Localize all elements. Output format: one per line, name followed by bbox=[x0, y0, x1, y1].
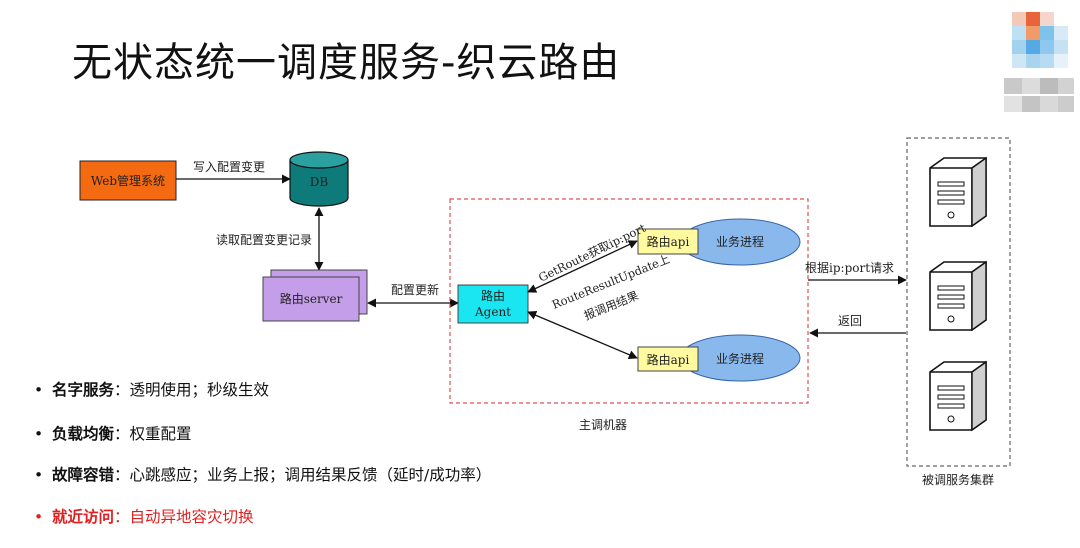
read-config-label: 读取配置变更记录 bbox=[216, 232, 312, 247]
blurred-logo bbox=[1004, 12, 1074, 112]
server-icon bbox=[929, 261, 987, 331]
write-config-label: 写入配置变更 bbox=[193, 159, 265, 174]
server-icon bbox=[929, 157, 987, 227]
return-label: 返回 bbox=[838, 314, 862, 328]
db-label: DB bbox=[310, 175, 329, 189]
business-process-label-top: 业务进程 bbox=[716, 234, 764, 249]
route-api-label-bottom: 路由api bbox=[647, 352, 690, 367]
bullet-name-service: •名字服务：透明使用；秒级生效 bbox=[34, 381, 270, 399]
route-agent-box bbox=[457, 284, 529, 324]
callee-cluster-label: 被调服务集群 bbox=[922, 472, 994, 487]
bullet-fault-tolerance: •故障容错：心跳感应；业务上报；调用结果反馈（延时/成功率） bbox=[34, 466, 492, 484]
main-machine-label: 主调机器 bbox=[579, 418, 627, 432]
route-api-box-bottom bbox=[637, 346, 699, 372]
route-api-label-top: 路由api bbox=[647, 234, 690, 249]
config-update-label: 配置更新 bbox=[391, 282, 439, 297]
db-cylinder bbox=[289, 151, 349, 207]
route-api-box-top bbox=[637, 228, 699, 255]
route-server-label: 路由server bbox=[280, 291, 343, 306]
web-management-box bbox=[79, 160, 177, 201]
server-icon bbox=[929, 361, 987, 431]
route-agent-label-2: Agent bbox=[474, 305, 511, 319]
route-server-box bbox=[262, 276, 360, 322]
arrow-agent-api-bottom bbox=[527, 310, 638, 360]
callee-cluster-boundary bbox=[906, 137, 1011, 467]
page-title: 无状态统一调度服务-织云路由 bbox=[72, 40, 621, 86]
web-management-label: Web管理系统 bbox=[91, 173, 165, 188]
request-label: 根据ip:port请求 bbox=[805, 261, 894, 275]
arrow-agent-api-top bbox=[527, 240, 638, 293]
bullet-nearby-access: •就近访问：自动异地容灾切换 bbox=[34, 508, 254, 526]
route-agent-label-1: 路由 bbox=[481, 288, 505, 303]
bullet-load-balance: •负载均衡：权重配置 bbox=[34, 425, 192, 443]
business-process-label-bottom: 业务进程 bbox=[716, 351, 764, 366]
main-machine-boundary bbox=[449, 198, 809, 404]
